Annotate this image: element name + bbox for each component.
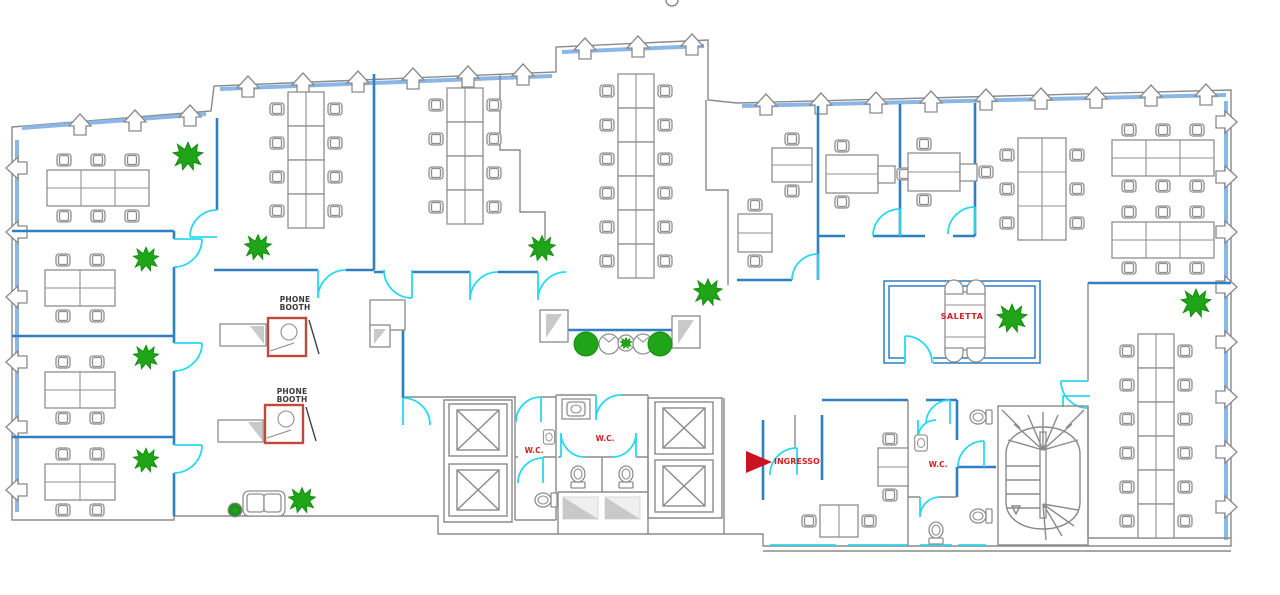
desk-cluster xyxy=(45,356,115,424)
desk-cluster xyxy=(45,254,115,322)
desk-cluster xyxy=(1112,124,1214,192)
wc-label: W.C. xyxy=(928,460,948,469)
entrance-arrow-icon xyxy=(746,451,772,473)
desk-cluster xyxy=(1112,206,1214,274)
plant-icon xyxy=(528,235,556,261)
phone-booth-label-line2: BOOTH xyxy=(276,395,308,405)
plant-icon xyxy=(132,246,160,272)
exterior-walls xyxy=(11,0,1232,552)
plant-icon xyxy=(1180,288,1212,318)
toilet-icon xyxy=(928,521,944,545)
sink-icon xyxy=(542,429,556,445)
plant-icon xyxy=(647,331,673,357)
plant-icon xyxy=(288,487,316,513)
phone-booth-label-line2: BOOTH xyxy=(279,303,311,313)
saletta-table xyxy=(944,279,986,363)
wc-label: W.C. xyxy=(524,446,544,455)
toilet-icon xyxy=(618,465,634,489)
plant-icon xyxy=(132,447,160,473)
stairs-icon xyxy=(997,405,1089,546)
doors xyxy=(173,206,1090,518)
office-desk xyxy=(908,138,993,206)
phone-booth-label: PHONE BOOTH xyxy=(266,295,324,313)
saletta-label: SALETTA xyxy=(940,312,984,321)
phone-booth-label-line1: PHONE xyxy=(276,387,308,396)
office-desks xyxy=(737,132,993,538)
sink-icon xyxy=(914,434,928,452)
ingresso-label: INGRESSO xyxy=(774,457,820,466)
small-plant-icon xyxy=(227,502,243,518)
plant-icon xyxy=(693,278,723,306)
desk-cluster xyxy=(1000,138,1084,240)
toilet-icon xyxy=(969,409,993,425)
wc-fixtures xyxy=(534,398,993,545)
corridor-cabinet xyxy=(369,299,406,348)
plant-icon xyxy=(996,303,1028,333)
phone-booth-icon xyxy=(217,403,317,445)
toilet-icon xyxy=(969,508,993,524)
plant-icon xyxy=(244,234,272,260)
toilet-icon xyxy=(570,465,586,489)
plant-icon xyxy=(132,344,160,370)
plant-icon xyxy=(172,141,204,171)
sink-icon xyxy=(566,401,586,417)
phone-booth-label: PHONE BOOTH xyxy=(263,387,321,405)
desk-cluster xyxy=(47,154,149,222)
toilet-icon xyxy=(534,492,558,508)
desk-cluster xyxy=(45,448,115,516)
office-desk xyxy=(826,140,911,208)
phone-booths xyxy=(217,316,320,445)
plant-icon xyxy=(573,331,599,357)
armchair-icon xyxy=(598,333,620,355)
phone-booth-label-line1: PHONE xyxy=(279,295,311,304)
lounge-area xyxy=(539,309,701,357)
phone-booth-icon xyxy=(219,316,320,358)
wc-label: W.C. xyxy=(595,434,615,443)
interior-partitions-blue xyxy=(12,74,1231,516)
sofa-icon xyxy=(242,490,286,517)
